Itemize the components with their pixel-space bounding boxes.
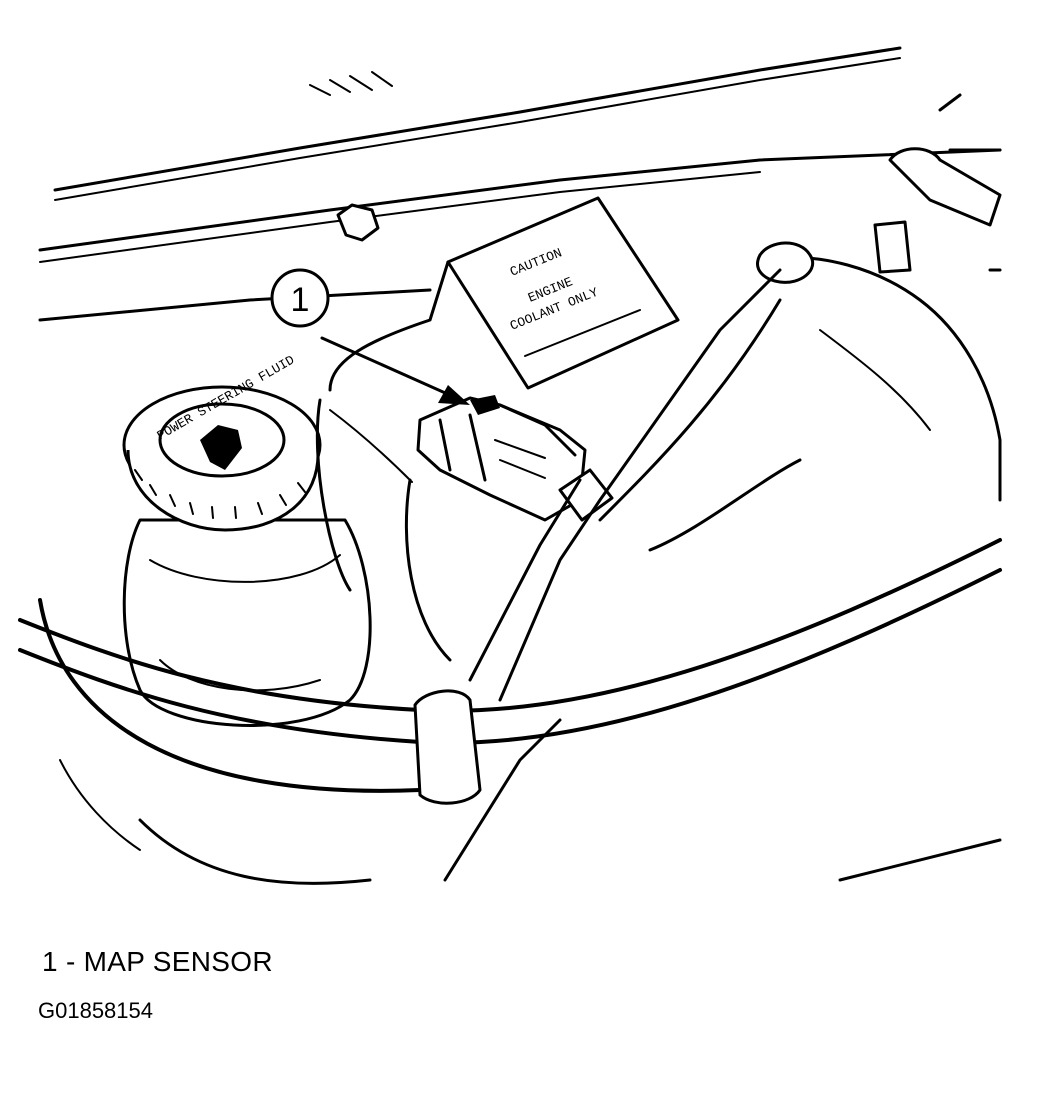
coolant-tank — [315, 260, 452, 662]
callout-1: 1 — [270, 268, 470, 405]
engine-bay-illustration: POWER STEERING FLUID CAUTION ENGINE COOL… — [18, 46, 1002, 885]
callout-circle — [270, 268, 330, 328]
vacuum-fitting — [873, 93, 1002, 274]
map-sensor-connector — [416, 395, 614, 522]
callout-number: 1 — [291, 281, 310, 319]
intake-manifold — [598, 241, 1002, 552]
coolant-caution-label: CAUTION ENGINE COOLANT ONLY — [446, 196, 680, 390]
figure-legend: 1 - MAP SENSOR — [42, 946, 273, 977]
cowl-clip — [336, 203, 380, 242]
callout-leader — [320, 336, 454, 398]
lower-structure — [59, 718, 1002, 885]
figure-id: G01858154 — [38, 998, 153, 1023]
vacuum-hoses — [18, 268, 1002, 805]
callout-arrowhead — [438, 385, 470, 405]
cowl-lines — [38, 46, 1002, 322]
